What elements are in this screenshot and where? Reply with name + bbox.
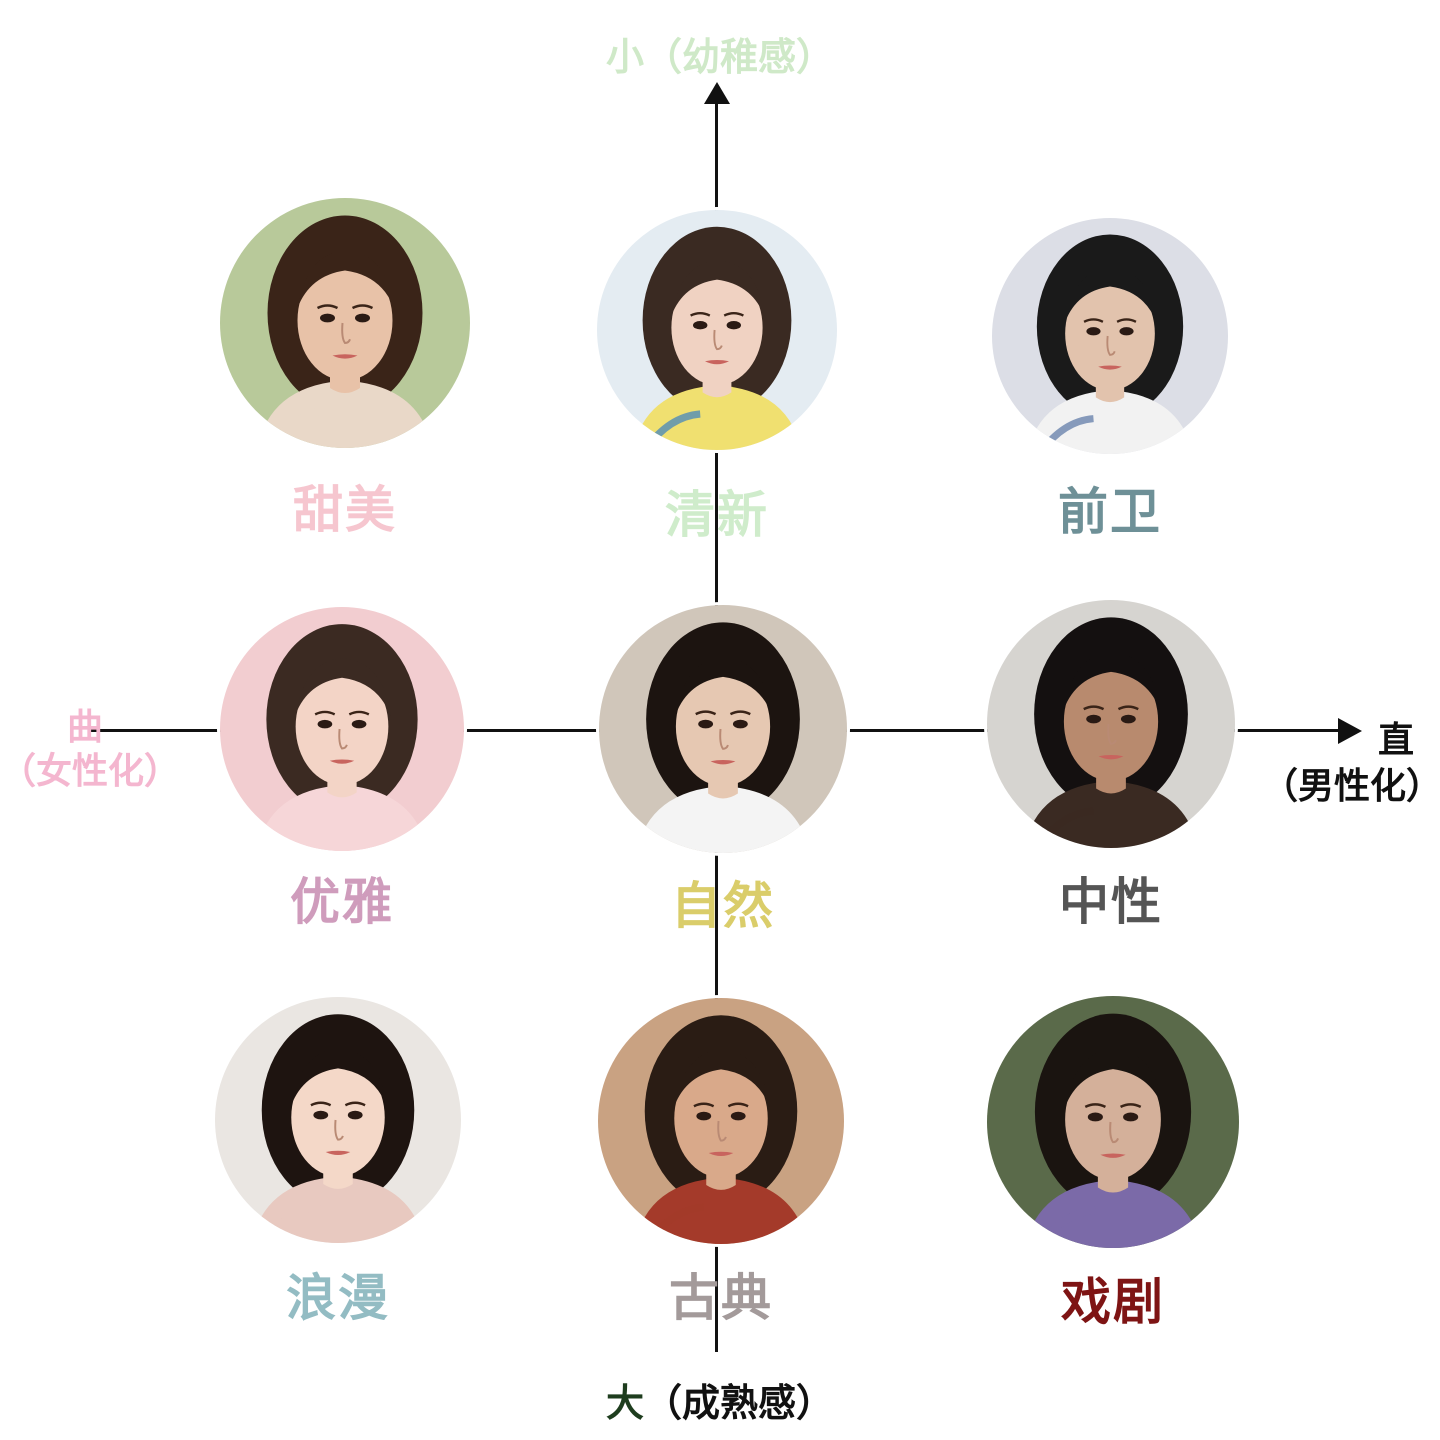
axis-top-sub: （幼稚感）: [644, 35, 835, 79]
style-label-ziran: 自然: [671, 877, 775, 935]
style-label-xiju: 戏剧: [1061, 1273, 1165, 1331]
style-label-langman: 浪漫: [286, 1269, 390, 1327]
style-label-qingxin: 清新: [665, 486, 769, 544]
axis-left-sub: （女性化）: [0, 750, 181, 792]
portrait-youya: [220, 607, 464, 851]
axis-label-top: 小（幼稚感）: [0, 26, 1440, 81]
axis-label-left: 曲 （女性化）: [0, 706, 180, 794]
style-label-zhongxing: 中性: [1059, 873, 1163, 931]
axis-top-main: 小: [605, 35, 644, 79]
arrow-right-icon: [1338, 718, 1362, 744]
portrait-zhongxing: [987, 600, 1235, 848]
portrait-langman: [215, 997, 461, 1243]
axis-label-bottom: 大（成熟感）: [0, 1372, 1440, 1427]
portrait-qingxin: [597, 210, 837, 450]
portrait-gudian: [598, 998, 844, 1244]
axis-right-sub: （男性化）: [1262, 766, 1440, 808]
axis-bottom-main: 大: [605, 1381, 644, 1425]
style-label-youya: 优雅: [290, 873, 394, 931]
style-label-gudian: 古典: [669, 1269, 773, 1327]
portrait-xiju: [987, 996, 1239, 1248]
portrait-tianmei: [220, 198, 470, 448]
arrow-up-icon: [704, 82, 730, 104]
axis-bottom-sub: （成熟感）: [644, 1381, 835, 1425]
style-label-tianmei: 甜美: [293, 481, 397, 539]
portrait-ziran: [599, 605, 847, 853]
axis-left-main: 曲: [66, 707, 103, 748]
portrait-qianwei: [992, 218, 1228, 454]
axis-label-right: 直 （男性化）: [1262, 718, 1440, 810]
axis-right-main: 直: [1377, 720, 1414, 761]
style-label-qianwei: 前卫: [1058, 483, 1162, 541]
